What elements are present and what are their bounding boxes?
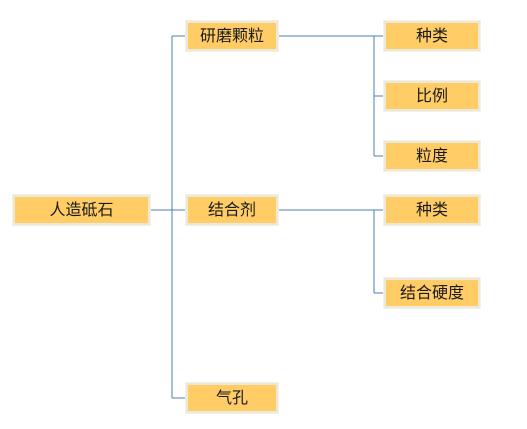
node-grain-label: 研磨颗粒 [199, 26, 264, 45]
node-bond-type-label: 种类 [415, 200, 448, 219]
node-grain-type: 种类 [384, 21, 480, 51]
node-grain-size-label: 粒度 [415, 146, 448, 165]
node-pore: 气孔 [186, 383, 278, 413]
node-bond-hardness: 结合硬度 [384, 278, 480, 308]
node-bond: 结合剂 [186, 195, 278, 225]
node-pore-label: 气孔 [215, 388, 248, 407]
node-grain-ratio-label: 比例 [415, 86, 448, 105]
node-root: 人造砥石 [13, 195, 150, 225]
node-bond-label: 结合剂 [207, 200, 256, 219]
node-bond-type: 种类 [384, 195, 480, 225]
node-grain-size: 粒度 [384, 141, 480, 171]
node-grain: 研磨颗粒 [186, 21, 278, 51]
node-bond-hardness-label: 结合硬度 [399, 283, 464, 302]
node-grain-type-label: 种类 [415, 26, 448, 45]
node-grain-ratio: 比例 [384, 81, 480, 111]
node-root-label: 人造砥石 [49, 200, 114, 219]
